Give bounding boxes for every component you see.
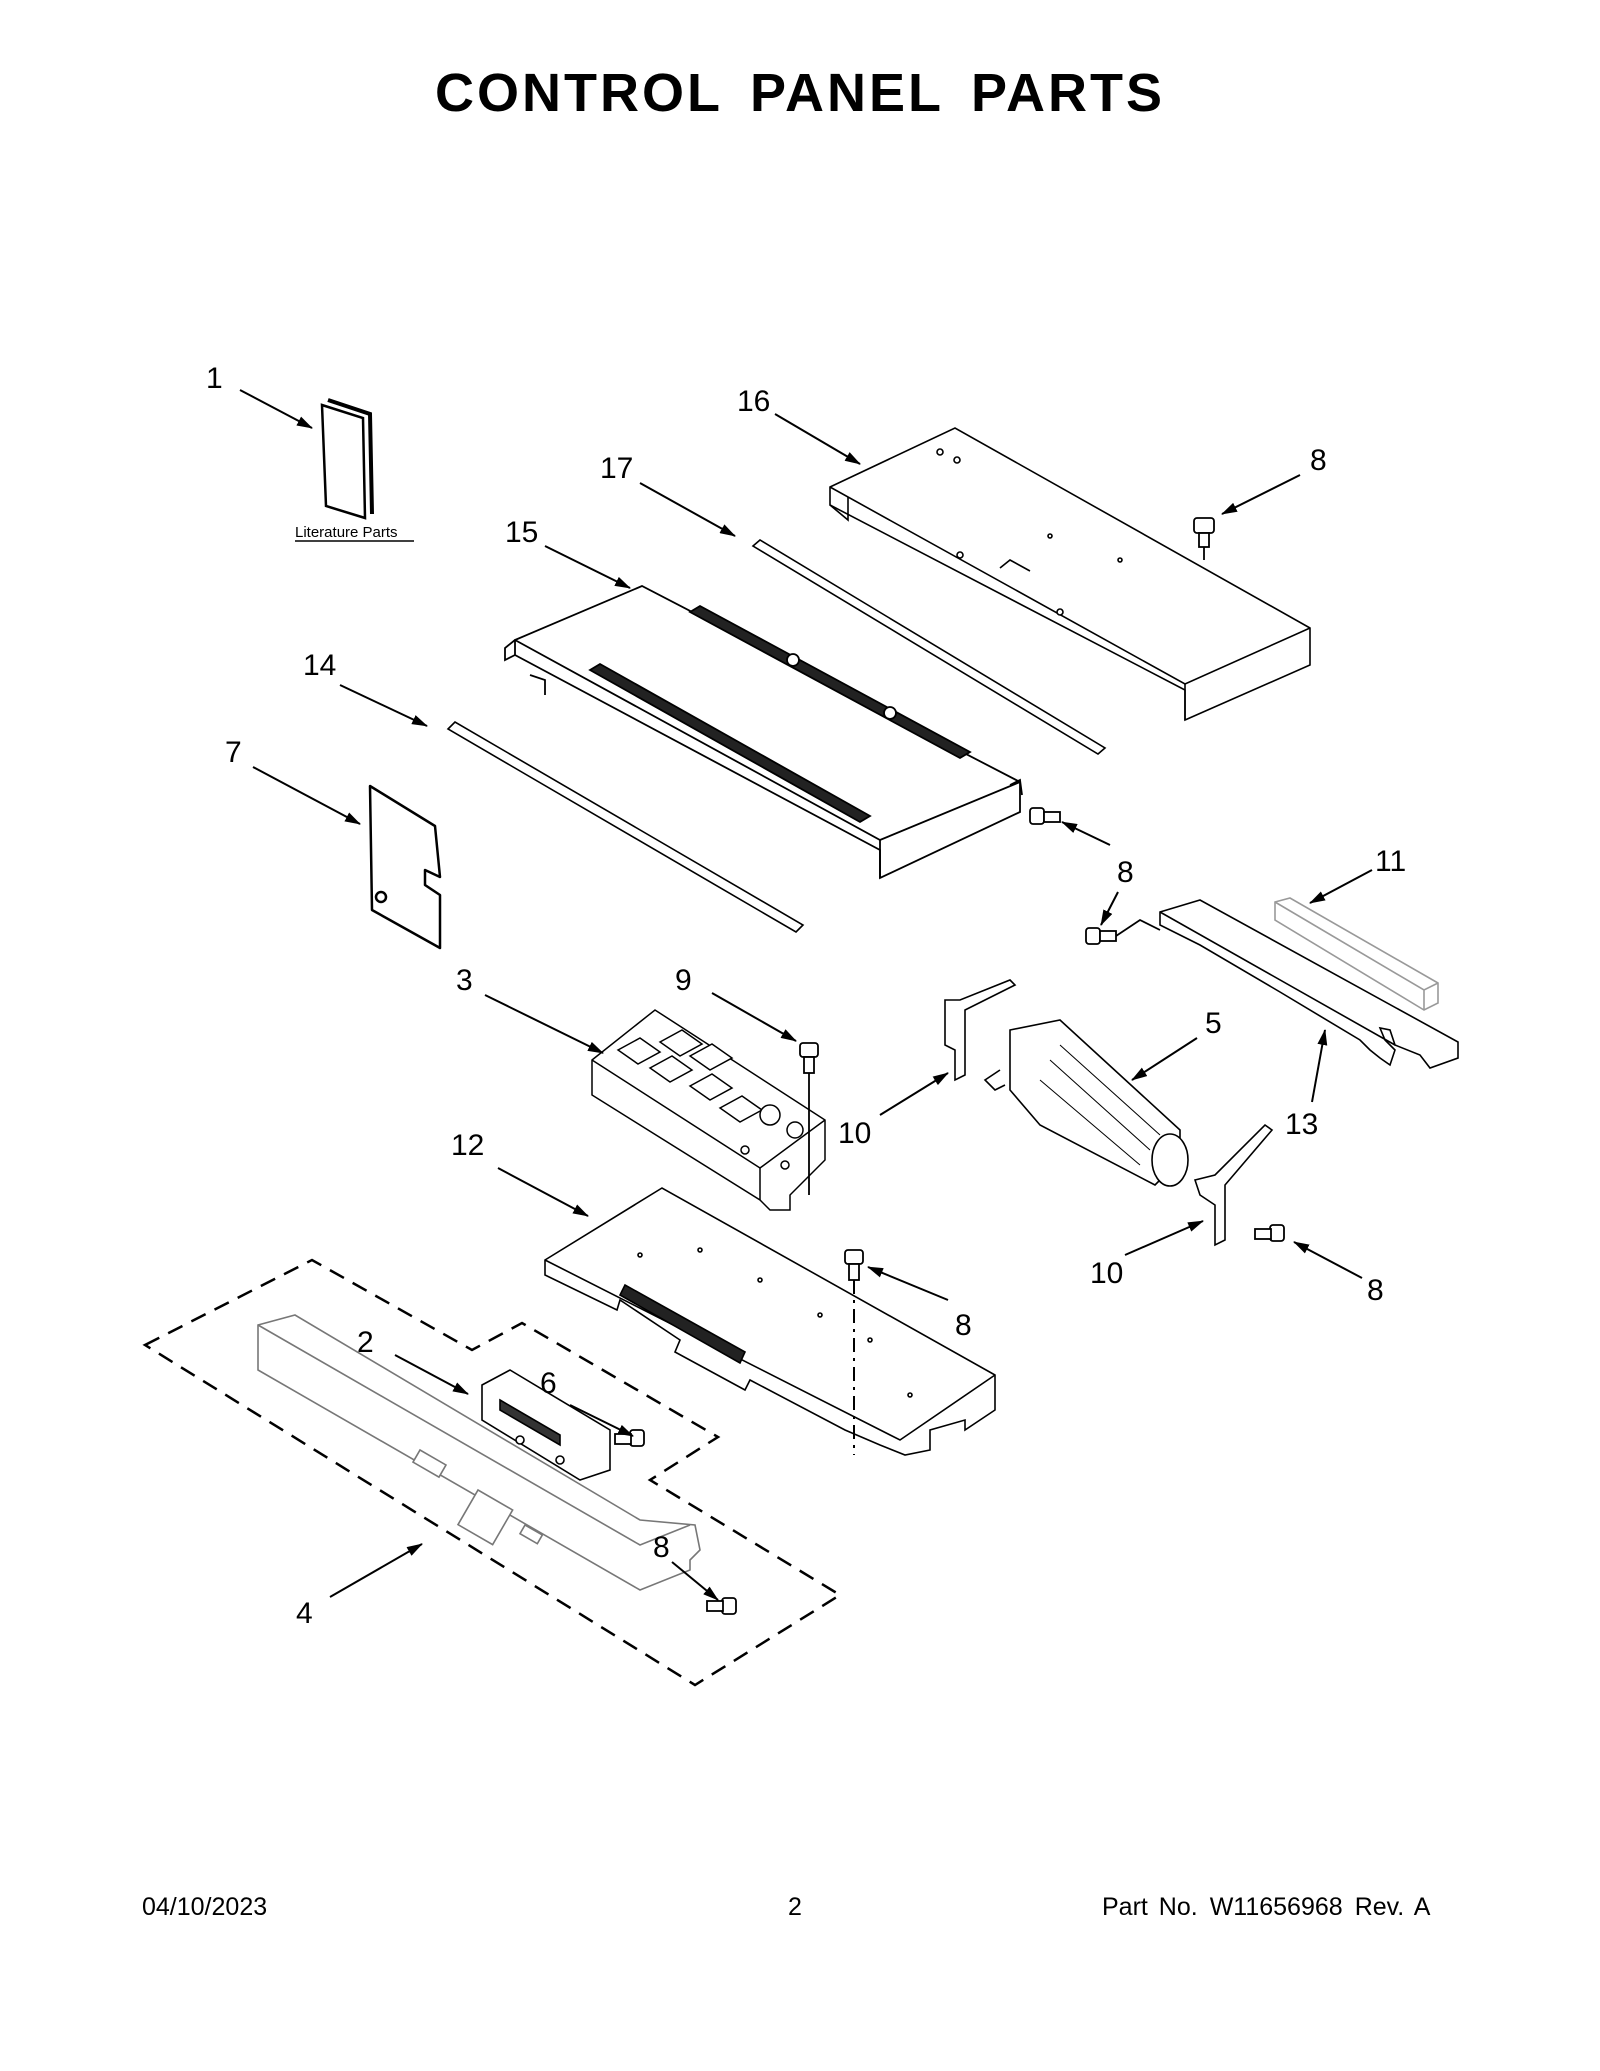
callout-10-lower: 10 xyxy=(1090,1257,1123,1290)
callout-15: 15 xyxy=(505,516,538,549)
callout-8-frame: 8 xyxy=(1117,856,1134,889)
seal-strip-14 xyxy=(446,720,805,934)
callout-9: 9 xyxy=(675,964,692,997)
footer-date: 04/10/2023 xyxy=(142,1893,268,1921)
screw-display-board xyxy=(614,1429,645,1447)
callout-5: 5 xyxy=(1205,1007,1222,1040)
callout-8-top: 8 xyxy=(1310,444,1327,477)
callout-labels: 1 16 8 17 15 14 7 8 11 3 9 5 10 13 12 8 … xyxy=(206,362,1406,1630)
callout-8-bracket: 8 xyxy=(1367,1274,1384,1307)
insulation-panel xyxy=(368,784,442,950)
foam-strip xyxy=(1274,897,1439,1011)
display-board xyxy=(481,1369,611,1481)
top-cover xyxy=(829,427,1311,722)
footer-part-number: W11656968 xyxy=(1209,1893,1343,1921)
screw-plate xyxy=(844,1249,864,1281)
literature-booklet xyxy=(320,398,374,520)
callout-7: 7 xyxy=(225,736,242,769)
fan-bracket-upper xyxy=(944,979,1017,1082)
fan-bracket-lower xyxy=(1193,1123,1274,1247)
callout-13: 13 xyxy=(1285,1108,1318,1141)
screw-top-right xyxy=(1193,517,1215,560)
footer-page-number: 2 xyxy=(788,1893,802,1921)
literature-parts-label: Literature Parts xyxy=(295,524,398,541)
callout-11: 11 xyxy=(1375,845,1406,878)
mounting-plate xyxy=(544,1187,996,1456)
footer-part-label: Part No. xyxy=(1102,1893,1198,1921)
footer-revision: Rev. A xyxy=(1354,1893,1431,1921)
page-title: CONTROL PANEL PARTS xyxy=(434,63,1166,123)
callout-12: 12 xyxy=(451,1129,484,1162)
callout-16: 16 xyxy=(737,385,770,418)
screw-fan-bracket xyxy=(1254,1224,1285,1242)
callout-8-overlay: 8 xyxy=(653,1531,670,1564)
screw-bracket xyxy=(1085,918,1161,945)
electronic-control-board xyxy=(591,1009,826,1211)
callout-2: 2 xyxy=(357,1326,374,1359)
assembly-outline xyxy=(142,1258,843,1687)
footer-part-info: Part No. W11656968 Rev. A xyxy=(1102,1893,1442,1922)
callout-14: 14 xyxy=(303,649,336,682)
callout-17: 17 xyxy=(600,452,633,485)
callout-10-upper: 10 xyxy=(838,1117,871,1150)
screw-board xyxy=(799,1042,819,1195)
callout-3: 3 xyxy=(456,964,473,997)
callout-8-plate: 8 xyxy=(955,1309,972,1342)
seal-strip-17 xyxy=(751,539,1107,755)
blower-fan xyxy=(983,1019,1189,1187)
mounting-bracket xyxy=(1159,899,1459,1069)
control-panel-overlay xyxy=(257,1314,701,1591)
callout-6: 6 xyxy=(540,1367,557,1400)
screw-overlay xyxy=(706,1597,737,1615)
control-panel-frame xyxy=(504,585,1023,880)
leader-arrows xyxy=(239,389,1373,1601)
callout-4: 4 xyxy=(296,1597,313,1630)
callout-1: 1 xyxy=(206,362,223,395)
screw-frame-right xyxy=(1029,807,1061,825)
